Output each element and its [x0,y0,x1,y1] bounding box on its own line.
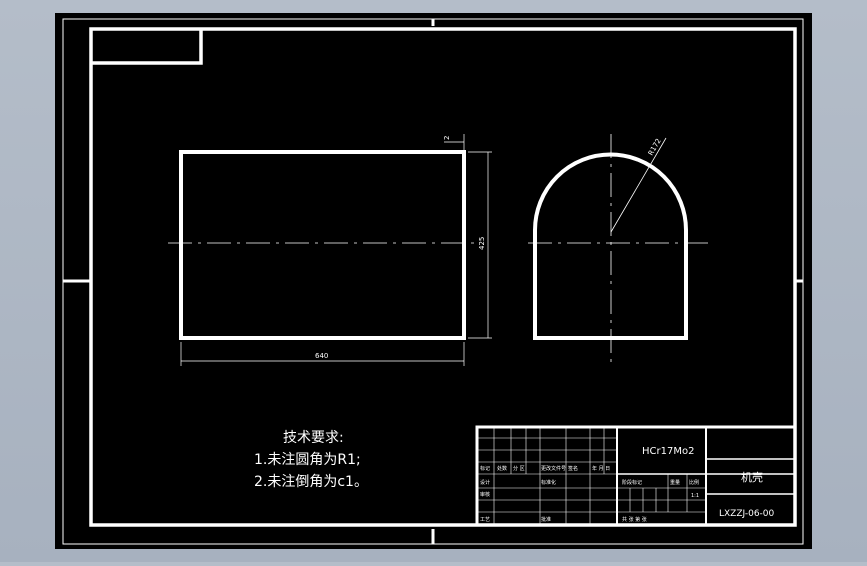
label-zone: 分 区 [513,465,525,472]
technical-notes: 技术要求: 1.未注圆角为R1; 2.未注倒角为c1。 [254,430,368,490]
title-block [475,425,797,527]
drawing-number-text: LXZZJ-06-00 [719,509,775,519]
label-count: 处数 [497,465,507,472]
dim-width: 640 [180,342,465,366]
material-text: HCr17Mo2 [642,446,694,457]
dim-height-text: 425 [478,237,486,250]
label-approve: 批准 [541,516,551,523]
code-box [91,29,203,65]
label-designer: 设计 [480,479,490,486]
dim-top-gap: 2 [443,134,465,150]
label-change-doc: 更改文件号 [541,465,566,472]
label-sheet: 共 张 第 张 [622,516,647,523]
drawing-sheet [55,13,812,549]
label-mark: 标记 [480,465,490,472]
dim-width-text: 640 [315,352,328,360]
notes-heading: 技术要求: [283,430,344,446]
inner-frame [89,27,797,527]
dim-top-gap-text: 2 [443,136,451,140]
dim-height: 425 [468,151,492,339]
label-stage-mark: 阶段标记 [622,479,642,486]
label-standardization: 标准化 [541,479,556,486]
label-process: 工艺 [480,517,490,523]
side-view-outline [533,152,688,340]
label-scale: 比例 [689,479,699,486]
notes-line-1: 1.未注圆角为R1; [254,452,361,468]
front-view-outline [179,150,466,340]
label-checker: 审核 [480,491,490,498]
title-block-text: HCr17Mo2 机壳 LXZZJ-06-00 标记 处数 分 区 更改文件号 … [480,446,775,523]
label-signature: 签名 [568,465,578,472]
label-weight: 重量 [670,479,680,486]
notes-line-2: 2.未注倒角为c1。 [254,474,368,490]
scale-value: 1:1 [691,493,699,499]
radius-leader [610,137,667,233]
part-name-text: 机壳 [741,470,763,484]
front-view [168,150,478,340]
label-date: 年 月 日 [592,465,610,472]
revision-grid [477,427,617,525]
